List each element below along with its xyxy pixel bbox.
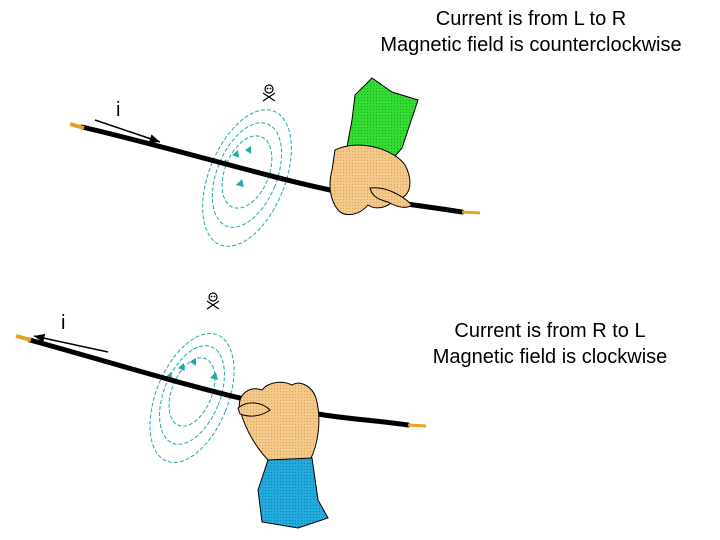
bottom-wire-tip-left — [15, 334, 32, 342]
top-panel — [69, 77, 481, 247]
bottom-current-arrow — [33, 333, 109, 353]
top-current-arrow — [94, 119, 161, 143]
bottom-caption-line2: Magnetic field is clockwise — [432, 346, 668, 368]
top-thumb — [369, 187, 413, 208]
bottom-wire-tip-right — [407, 423, 427, 428]
top-field-lines — [202, 109, 292, 247]
top-wire-tip-right — [461, 210, 481, 215]
bottom-field-lines — [149, 333, 235, 463]
top-sleeve — [345, 77, 419, 163]
bottom-hand — [238, 381, 320, 463]
skull-crossbones-icon — [262, 84, 276, 102]
top-caption-line2: Magnetic field is counterclockwise — [380, 34, 682, 56]
top-caption: Current is from L to R Magnetic field is… — [345, 6, 717, 58]
bottom-panel — [15, 292, 427, 529]
bottom-caption-line1: Current is from R to L — [454, 320, 646, 342]
bottom-sleeve — [257, 457, 329, 529]
top-current-label: i — [116, 99, 121, 121]
top-wire — [79, 124, 465, 215]
top-caption-line1: Current is from L to R — [435, 8, 627, 30]
bottom-thumb — [237, 402, 271, 417]
bottom-caption: Current is from R to L Magnetic field is… — [405, 318, 695, 370]
skull-crossbones-icon — [206, 292, 220, 310]
bottom-current-label: i — [61, 312, 66, 334]
bottom-wire — [27, 337, 411, 428]
top-wire-tip-left — [69, 122, 85, 130]
